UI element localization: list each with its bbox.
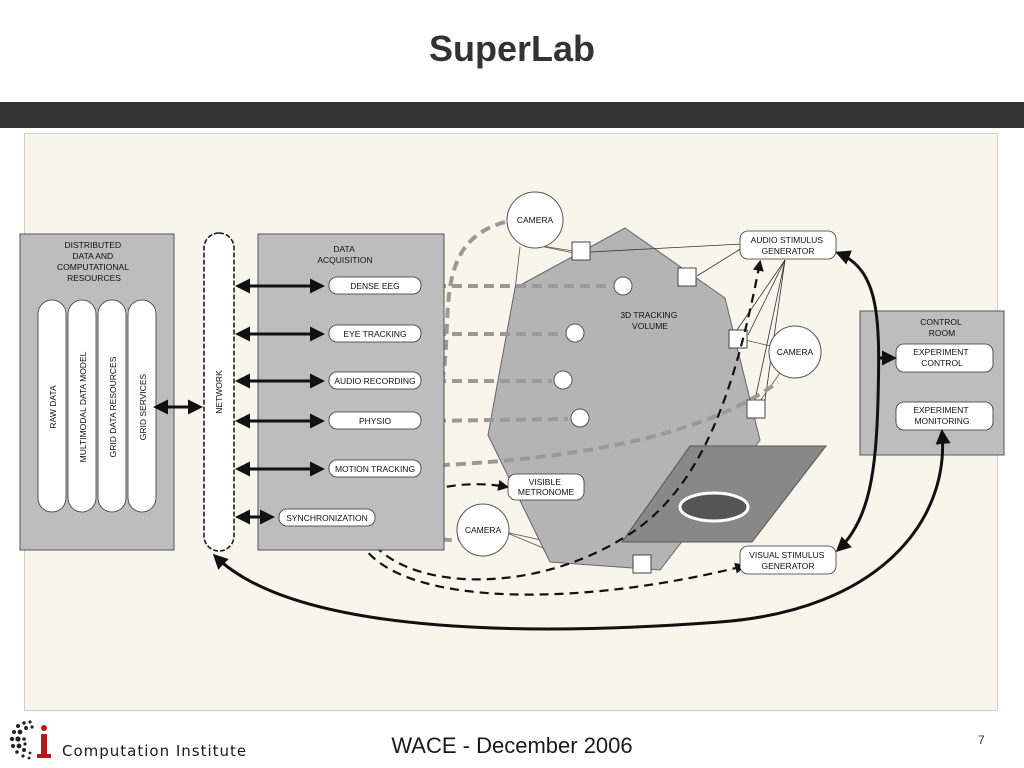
camera-label: CAMERA xyxy=(777,347,814,357)
sensor-square xyxy=(571,241,591,261)
resource-pillars xyxy=(37,299,157,513)
control-curves xyxy=(212,250,951,631)
acq-label: MOTION TRACKING xyxy=(335,464,415,474)
stimulus-lines xyxy=(589,243,786,401)
svg-text:EXPERIMENT CONTROL: EXPERIMENT CONTROL xyxy=(913,347,970,368)
camera-label: CAMERA xyxy=(465,525,502,535)
footer-text: WACE - December 2006 xyxy=(391,733,633,758)
acq-label: PHYSIO xyxy=(359,416,392,426)
control-room-title: CONTROL ROOM xyxy=(920,317,964,338)
pillar-multimodal-model xyxy=(67,299,97,513)
pillar-label: GRID SERVICES xyxy=(138,373,148,440)
computation-institute-logo xyxy=(9,720,51,760)
camera-bottom: CAMERA xyxy=(456,503,510,557)
sensor-square xyxy=(632,554,652,574)
audio-stimulus-generator: AUDIO STIMULUS GENERATOR xyxy=(739,230,837,260)
pillar-raw-data xyxy=(37,299,67,513)
logo-text: Computation Institute xyxy=(62,742,248,760)
pill-eye-tracking xyxy=(328,324,422,343)
marker-circle xyxy=(570,408,590,428)
camera-right: CAMERA xyxy=(768,325,822,379)
svg-text:AUDIO STIMULUS GENERATOR: AUDIO STIMULUS GENERATOR xyxy=(751,235,826,256)
svg-text:EXPERIMENT MONITORING: EXPERIMENT MONITORING xyxy=(913,405,970,426)
pillar-label: RAW DATA xyxy=(48,385,58,429)
pillar-label: GRID DATA RESOURCES xyxy=(108,356,118,457)
experiment-monitoring: EXPERIMENT MONITORING xyxy=(895,401,994,431)
visual-target-ellipse xyxy=(678,491,750,523)
pillar-grid-data-resources xyxy=(97,299,127,513)
body-markers xyxy=(553,276,633,428)
pillar-label: MULTIMODAL DATA MODEL xyxy=(78,351,88,462)
page-number: 7 xyxy=(978,733,985,747)
title-bar xyxy=(0,102,1024,128)
acq-label: AUDIO RECORDING xyxy=(334,376,415,386)
distributed-title: DISTRIBUTED DATA AND COMPUTATIONAL RESOU… xyxy=(57,240,131,283)
marker-circle xyxy=(565,323,585,343)
sensor-square xyxy=(728,329,748,349)
slide-title: SuperLab xyxy=(428,28,596,69)
acq-label: EYE TRACKING xyxy=(343,329,406,339)
pill-dense-eeg xyxy=(328,276,422,295)
marker-circle xyxy=(613,276,633,296)
visible-metronome: VISIBLE METRONOME xyxy=(507,473,585,501)
acq-label: DENSE EEG xyxy=(350,281,400,291)
pill-physio xyxy=(328,411,422,430)
marker-circle xyxy=(553,370,573,390)
sensor-square xyxy=(677,267,697,287)
experiment-control: EXPERIMENT CONTROL xyxy=(895,343,994,373)
sensor-square xyxy=(746,399,766,419)
pill-audio-recording xyxy=(328,371,422,390)
sync-label: SYNCHRONIZATION xyxy=(286,513,368,523)
visual-stimulus-generator: VISUAL STIMULUS GENERATOR xyxy=(739,545,837,575)
network-label: NETWORK xyxy=(214,370,224,414)
acquisition-title: DATA ACQUISITION xyxy=(317,244,372,265)
camera-label: CAMERA xyxy=(517,215,554,225)
tracking-volume-label: 3D TRACKING VOLUME xyxy=(620,310,679,331)
camera-top: CAMERA xyxy=(506,191,564,249)
